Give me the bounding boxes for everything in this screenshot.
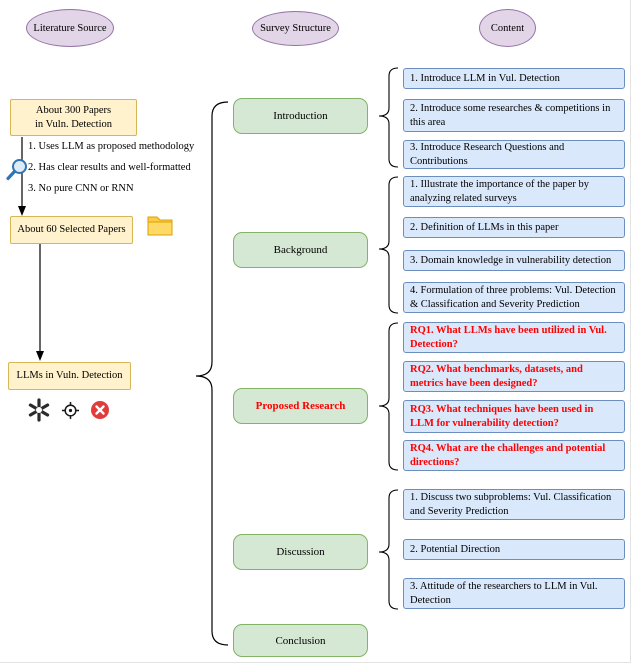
papers-300-line2: in Vuln. Detection [34, 118, 113, 130]
content-discussion-2: 2. Potential Direction [403, 539, 625, 560]
brace-structure [195, 101, 229, 646]
column-header-literature-source: Literature Source [26, 9, 114, 47]
content-rq2: RQ2. What benchmarks, datasets, and metr… [403, 361, 625, 392]
content-background-2: 2. Definition of LLMs in this paper [403, 217, 625, 238]
openai-icon [28, 398, 50, 422]
filter-criterion-1: 1. Uses LLM as proposed methodology [28, 141, 195, 152]
content-rq4: RQ4. What are the challenges and potenti… [403, 440, 625, 471]
content-background-4: 4. Formulation of three problems: Vul. D… [403, 282, 625, 313]
content-discussion-3: 3. Attitude of the researchers to LLM in… [403, 578, 625, 609]
papers-60-box: About 60 Selected Papers [10, 216, 133, 244]
error-x-icon [91, 401, 109, 419]
filter-criterion-2: 2. Has clear results and well-formatted [28, 162, 191, 173]
content-background-3: 3. Domain knowledge in vulnerability det… [403, 250, 625, 271]
structure-introduction: Introduction [233, 98, 368, 134]
structure-discussion: Discussion [233, 534, 368, 570]
arrow-filter-head [18, 206, 26, 216]
structure-proposed-research: Proposed Research [233, 388, 368, 424]
arrow-select-head [36, 351, 44, 361]
structure-conclusion: Conclusion [233, 624, 368, 657]
content-introduction-3: 3. Introduce Research Questions and Cont… [403, 140, 625, 169]
content-introduction-1: 1. Introduce LLM in Vul. Detection [403, 68, 625, 89]
brace-background [378, 176, 399, 314]
column-header-survey-structure: Survey Structure [252, 11, 339, 46]
magnifier-icon [6, 159, 27, 181]
llms-vuln-detection-box: LLMs in Vuln. Detection [8, 362, 131, 390]
structure-background: Background [233, 232, 368, 268]
content-rq3: RQ3. What techniques have been used in L… [403, 400, 625, 433]
content-discussion-1: 1. Discuss two subproblems: Vul. Classif… [403, 489, 625, 520]
content-introduction-2: 2. Introduce some researches & competiti… [403, 99, 625, 132]
folder-icon [147, 216, 173, 236]
brace-introduction [378, 67, 399, 168]
brace-discussion [378, 489, 399, 610]
crosshair-icon [61, 401, 80, 420]
content-rq1: RQ1. What LLMs have been utilized in Vul… [403, 322, 625, 353]
content-background-1: 1. Illustrate the importance of the pape… [403, 176, 625, 207]
brace-proposed-research [378, 322, 399, 471]
filter-criterion-3: 3. No pure CNN or RNN [28, 183, 134, 194]
column-header-content: Content [479, 9, 536, 47]
papers-300-box: About 300 Papers in Vuln. Detection [10, 99, 137, 136]
papers-300-line1: About 300 Papers [35, 104, 112, 116]
